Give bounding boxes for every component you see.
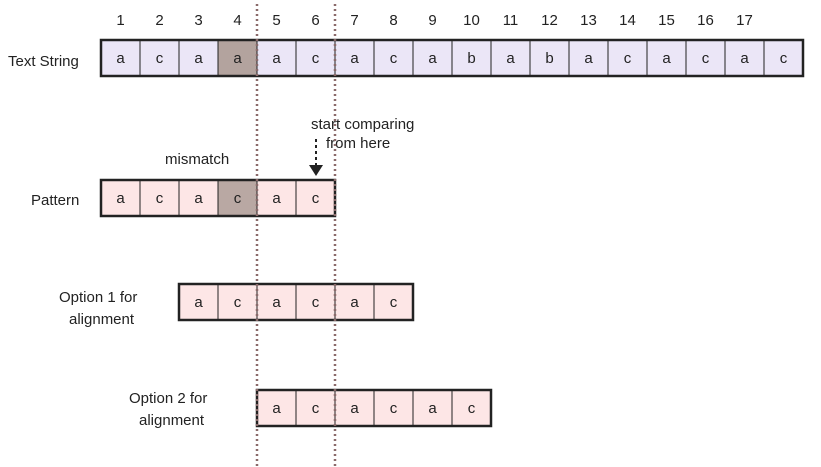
pattern-cell-char: a <box>116 190 125 207</box>
option2-cell-1 <box>256 389 297 427</box>
text-string-cell-char: a <box>428 50 437 67</box>
text-string-cell-char: c <box>624 50 632 67</box>
option1-cell-char: c <box>234 294 242 311</box>
column-index: 2 <box>155 12 163 29</box>
column-index: 1 <box>116 12 124 29</box>
option1-label-line2: alignment <box>69 311 135 328</box>
start-comparing-line2: from here <box>326 135 390 152</box>
text-string-cell-char: c <box>702 50 710 67</box>
text-string-cell-char: a <box>350 50 359 67</box>
column-index: 8 <box>389 12 397 29</box>
option2-cell-char: c <box>312 400 320 417</box>
text-string-cell-char: a <box>740 50 749 67</box>
text-string-cell-11 <box>490 39 531 77</box>
pattern-label: Pattern <box>31 192 79 209</box>
option1-cell-2 <box>217 283 258 321</box>
text-string-cell-char: a <box>662 50 671 67</box>
column-index: 17 <box>736 12 753 29</box>
column-index: 10 <box>463 12 480 29</box>
text-string-cell-9 <box>412 39 453 77</box>
text-string-cell-char: a <box>272 50 281 67</box>
text-string-cell-char: c <box>312 50 320 67</box>
start-arrow-head <box>309 165 323 176</box>
option2-label-line2: alignment <box>139 412 205 429</box>
option2-outline <box>255 388 493 428</box>
column-index: 5 <box>272 12 280 29</box>
option2-cell-char: c <box>390 400 398 417</box>
option1-label-line1: Option 1 for <box>59 289 137 306</box>
text-string-cell-char: a <box>233 50 242 67</box>
column-index: 11 <box>503 12 519 29</box>
option2-cell-char: c <box>468 400 476 417</box>
pattern-cell-4 <box>217 179 258 217</box>
text-string-cell-char: a <box>506 50 515 67</box>
column-index: 4 <box>233 12 241 29</box>
column-index: 16 <box>697 12 714 29</box>
text-string-cell-char: c <box>156 50 164 67</box>
text-string-cell-char: a <box>116 50 125 67</box>
column-index: 12 <box>541 12 558 29</box>
pattern-cell-char: c <box>156 190 164 207</box>
pattern-cell-char: a <box>272 190 281 207</box>
option1-cell-3 <box>256 283 297 321</box>
text-string-label: Text String <box>8 53 79 70</box>
column-index: 15 <box>658 12 675 29</box>
option2-cell-char: a <box>272 400 281 417</box>
column-index: 6 <box>311 12 319 29</box>
start-comparing-line1: start comparing <box>311 116 414 133</box>
pattern-cell-6 <box>295 179 336 217</box>
option2-label-line1: Option 2 for <box>129 390 207 407</box>
pattern-outline <box>99 178 337 218</box>
pattern-cell-char: c <box>234 190 242 207</box>
text-string-cell-char: b <box>467 50 475 67</box>
text-string-cell-char: c <box>390 50 398 67</box>
option1-cell-char: a <box>272 294 281 311</box>
pattern-cell-char: a <box>194 190 203 207</box>
column-index: 3 <box>194 12 202 29</box>
column-index: 13 <box>580 12 597 29</box>
option1-cell-char: c <box>390 294 398 311</box>
text-string-cell-6 <box>295 39 336 77</box>
text-string-cell-char: a <box>584 50 593 67</box>
column-index: 14 <box>619 12 636 29</box>
text-string-cell-14 <box>607 39 648 77</box>
option1-cell-char: a <box>350 294 359 311</box>
option1-cell-4 <box>295 283 336 321</box>
mismatch-label: mismatch <box>165 151 229 168</box>
text-string-cell-7 <box>334 39 375 77</box>
option1-cell-char: c <box>312 294 320 311</box>
column-index: 7 <box>350 12 358 29</box>
option2-cell-char: a <box>350 400 359 417</box>
option2-cell-char: a <box>428 400 437 417</box>
text-string-cell-char: a <box>194 50 203 67</box>
pattern-cell-char: c <box>312 190 320 207</box>
column-index: 9 <box>428 12 436 29</box>
option1-cell-char: a <box>194 294 203 311</box>
text-string-cell-char: c <box>780 50 788 67</box>
option1-outline <box>177 282 415 322</box>
text-string-cell-15 <box>646 39 687 77</box>
text-string-cell-8 <box>373 39 414 77</box>
text-string-outline <box>99 38 805 78</box>
text-string-cell-char: b <box>545 50 553 67</box>
